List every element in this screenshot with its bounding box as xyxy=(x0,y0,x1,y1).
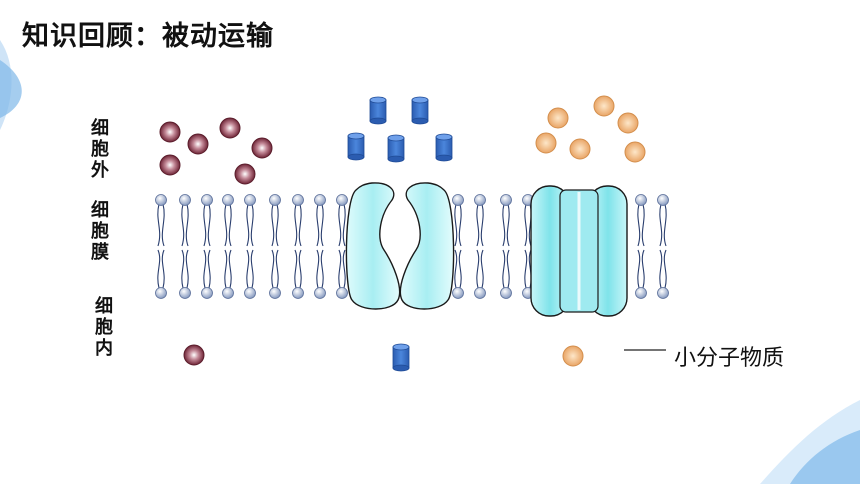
label-membrane: 细胞膜 xyxy=(91,200,109,263)
lipid-head xyxy=(269,287,281,299)
lipid-head xyxy=(292,194,304,206)
sphere-molecule-light xyxy=(617,112,639,134)
sphere-molecule-light xyxy=(547,107,569,129)
phospholipid xyxy=(452,194,464,299)
lipid-head xyxy=(314,194,326,206)
carrier-protein xyxy=(345,182,455,310)
lipid-head xyxy=(314,287,326,299)
cylinder-molecule xyxy=(411,96,429,125)
corner-decoration-bottom-right xyxy=(760,400,860,484)
molecules xyxy=(159,95,646,372)
lipid-head xyxy=(222,194,234,206)
lipid-head xyxy=(474,194,486,206)
lipid-head xyxy=(201,287,213,299)
phospholipid xyxy=(336,194,348,299)
phospholipid xyxy=(657,194,669,299)
phospholipid xyxy=(244,194,256,299)
sphere-molecule-dark xyxy=(159,154,181,176)
sphere-molecule-dark xyxy=(183,344,205,366)
sphere-molecule-dark xyxy=(234,163,256,185)
lipid-head xyxy=(657,287,669,299)
lipid-head xyxy=(336,194,348,206)
phospholipid xyxy=(179,194,191,299)
lipid-head xyxy=(452,287,464,299)
legend-label: 小分子物质 xyxy=(674,346,785,371)
phospholipid xyxy=(155,194,167,299)
phospholipid xyxy=(635,194,647,299)
lipid-head xyxy=(179,194,191,206)
lipid-head xyxy=(657,194,669,206)
lipid-head xyxy=(336,287,348,299)
phospholipid xyxy=(201,194,213,299)
phospholipid xyxy=(314,194,326,299)
lipid-head xyxy=(635,287,647,299)
cylinder-molecule xyxy=(347,132,365,161)
sphere-molecule-light xyxy=(624,141,646,163)
sphere-molecule-dark xyxy=(219,117,241,139)
cylinder-molecule xyxy=(392,343,410,372)
cylinder-molecule xyxy=(387,134,405,163)
lipid-head xyxy=(155,194,167,206)
sphere-molecule-light xyxy=(593,95,615,117)
sphere-molecule-light xyxy=(535,132,557,154)
sphere-molecule-dark xyxy=(159,121,181,143)
corner-decoration-top-left xyxy=(0,40,22,130)
lipid-head xyxy=(269,194,281,206)
sphere-molecule-dark xyxy=(251,137,273,159)
sphere-molecule-dark xyxy=(187,133,209,155)
phospholipid xyxy=(500,194,512,299)
lipid-head xyxy=(474,287,486,299)
lipid-head xyxy=(635,194,647,206)
phospholipid xyxy=(292,194,304,299)
label-inside: 细胞内 xyxy=(95,296,113,359)
phospholipid xyxy=(474,194,486,299)
page-title: 知识回顾：被动运输 xyxy=(22,21,274,52)
cylinder-molecule xyxy=(369,96,387,125)
lipid-head xyxy=(452,194,464,206)
lipid-head xyxy=(179,287,191,299)
sphere-molecule-light xyxy=(562,345,584,367)
label-outside: 细胞外 xyxy=(91,118,109,181)
lipid-head xyxy=(500,287,512,299)
cylinder-molecule xyxy=(435,133,453,162)
phospholipid xyxy=(269,194,281,299)
lipid-head xyxy=(244,287,256,299)
lipid-head xyxy=(201,194,213,206)
lipid-head xyxy=(155,287,167,299)
channel-protein xyxy=(530,185,628,317)
lipid-head xyxy=(244,194,256,206)
lipid-head xyxy=(222,287,234,299)
phospholipid xyxy=(222,194,234,299)
lipid-head xyxy=(292,287,304,299)
sphere-molecule-light xyxy=(569,138,591,160)
lipid-head xyxy=(500,194,512,206)
